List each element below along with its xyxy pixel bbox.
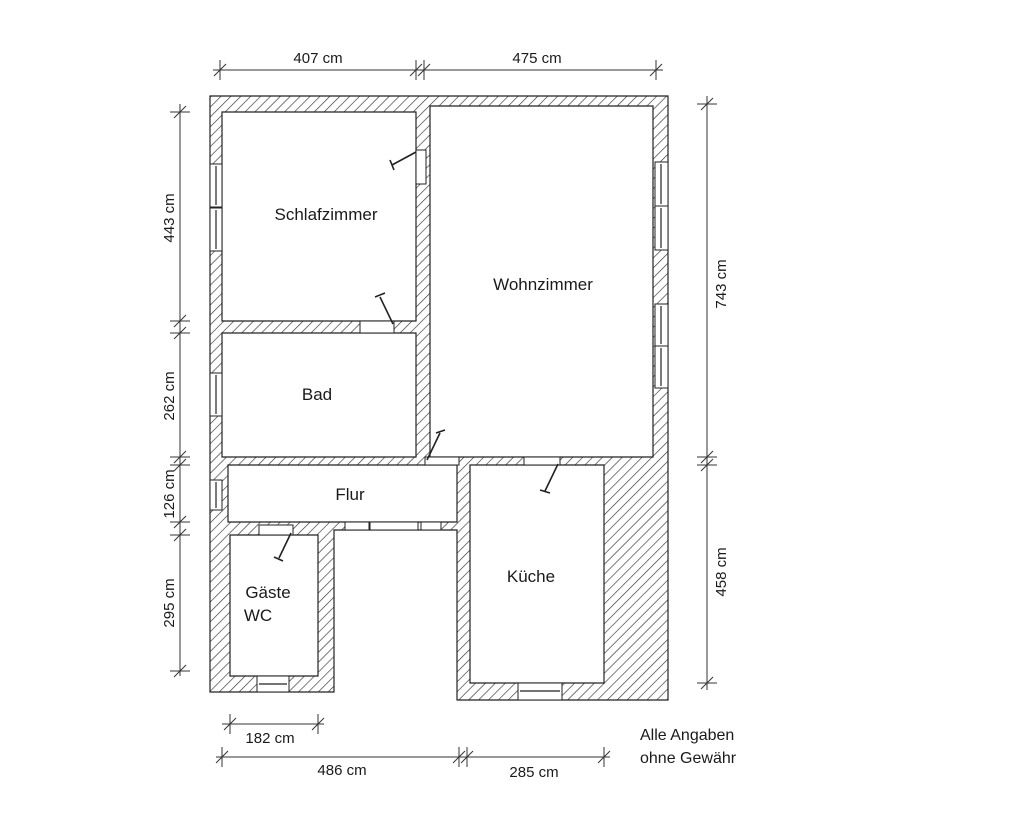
room-label-wohnzimmer: Wohnzimmer bbox=[493, 275, 593, 294]
dim-top-right: 475 cm bbox=[512, 50, 561, 67]
dimension-top: 407 cm 475 cm bbox=[213, 50, 663, 80]
doors bbox=[258, 149, 561, 562]
room-label-bad: Bad bbox=[302, 385, 332, 404]
room-labels: Schlafzimmer Wohnzimmer Bad Flur Gäste W… bbox=[244, 205, 593, 625]
room-label-wc: WC bbox=[244, 606, 272, 625]
windows bbox=[209, 161, 669, 701]
door-schlafzimmer-wohnzimmer bbox=[389, 151, 417, 171]
dimension-left: 443 cm 262 cm 126 cm 295 cm bbox=[161, 104, 190, 678]
dim-left-4: 295 cm bbox=[161, 578, 178, 627]
door-wohnzimmer bbox=[426, 429, 446, 461]
room-label-flur: Flur bbox=[335, 485, 365, 504]
dimension-bottom: 182 cm 486 cm 285 cm bbox=[215, 714, 611, 781]
dim-left-3: 126 cm bbox=[161, 469, 178, 518]
door-wc bbox=[273, 532, 292, 562]
window-flur-bottom-3 bbox=[420, 521, 442, 531]
door-kueche bbox=[539, 463, 559, 494]
dim-right-1: 743 cm bbox=[713, 259, 730, 308]
outer-walls bbox=[209, 95, 669, 701]
room-label-schlafzimmer: Schlafzimmer bbox=[275, 205, 378, 224]
disclaimer: Alle Angaben ohne Gewähr bbox=[640, 727, 737, 767]
room-label-kueche: Küche bbox=[507, 567, 555, 586]
dim-bottom-left: 486 cm bbox=[317, 762, 366, 779]
dim-top-left: 407 cm bbox=[293, 50, 342, 67]
window-flur-bottom bbox=[344, 521, 370, 531]
walls bbox=[209, 95, 669, 701]
disclaimer-line-2: ohne Gewähr bbox=[640, 750, 737, 767]
window-flur-bottom-2 bbox=[369, 521, 419, 531]
disclaimer-line-1: Alle Angaben bbox=[640, 727, 734, 744]
dim-bottom-wc: 182 cm bbox=[245, 730, 294, 747]
dim-left-2: 262 cm bbox=[161, 371, 178, 420]
dim-right-2: 458 cm bbox=[713, 547, 730, 596]
dim-bottom-right: 285 cm bbox=[509, 764, 558, 781]
dim-left-1: 443 cm bbox=[161, 193, 178, 242]
door-schlafzimmer bbox=[374, 292, 394, 325]
room-label-gaeste: Gäste bbox=[245, 583, 290, 602]
dimension-right: 743 cm 458 cm bbox=[697, 96, 730, 690]
